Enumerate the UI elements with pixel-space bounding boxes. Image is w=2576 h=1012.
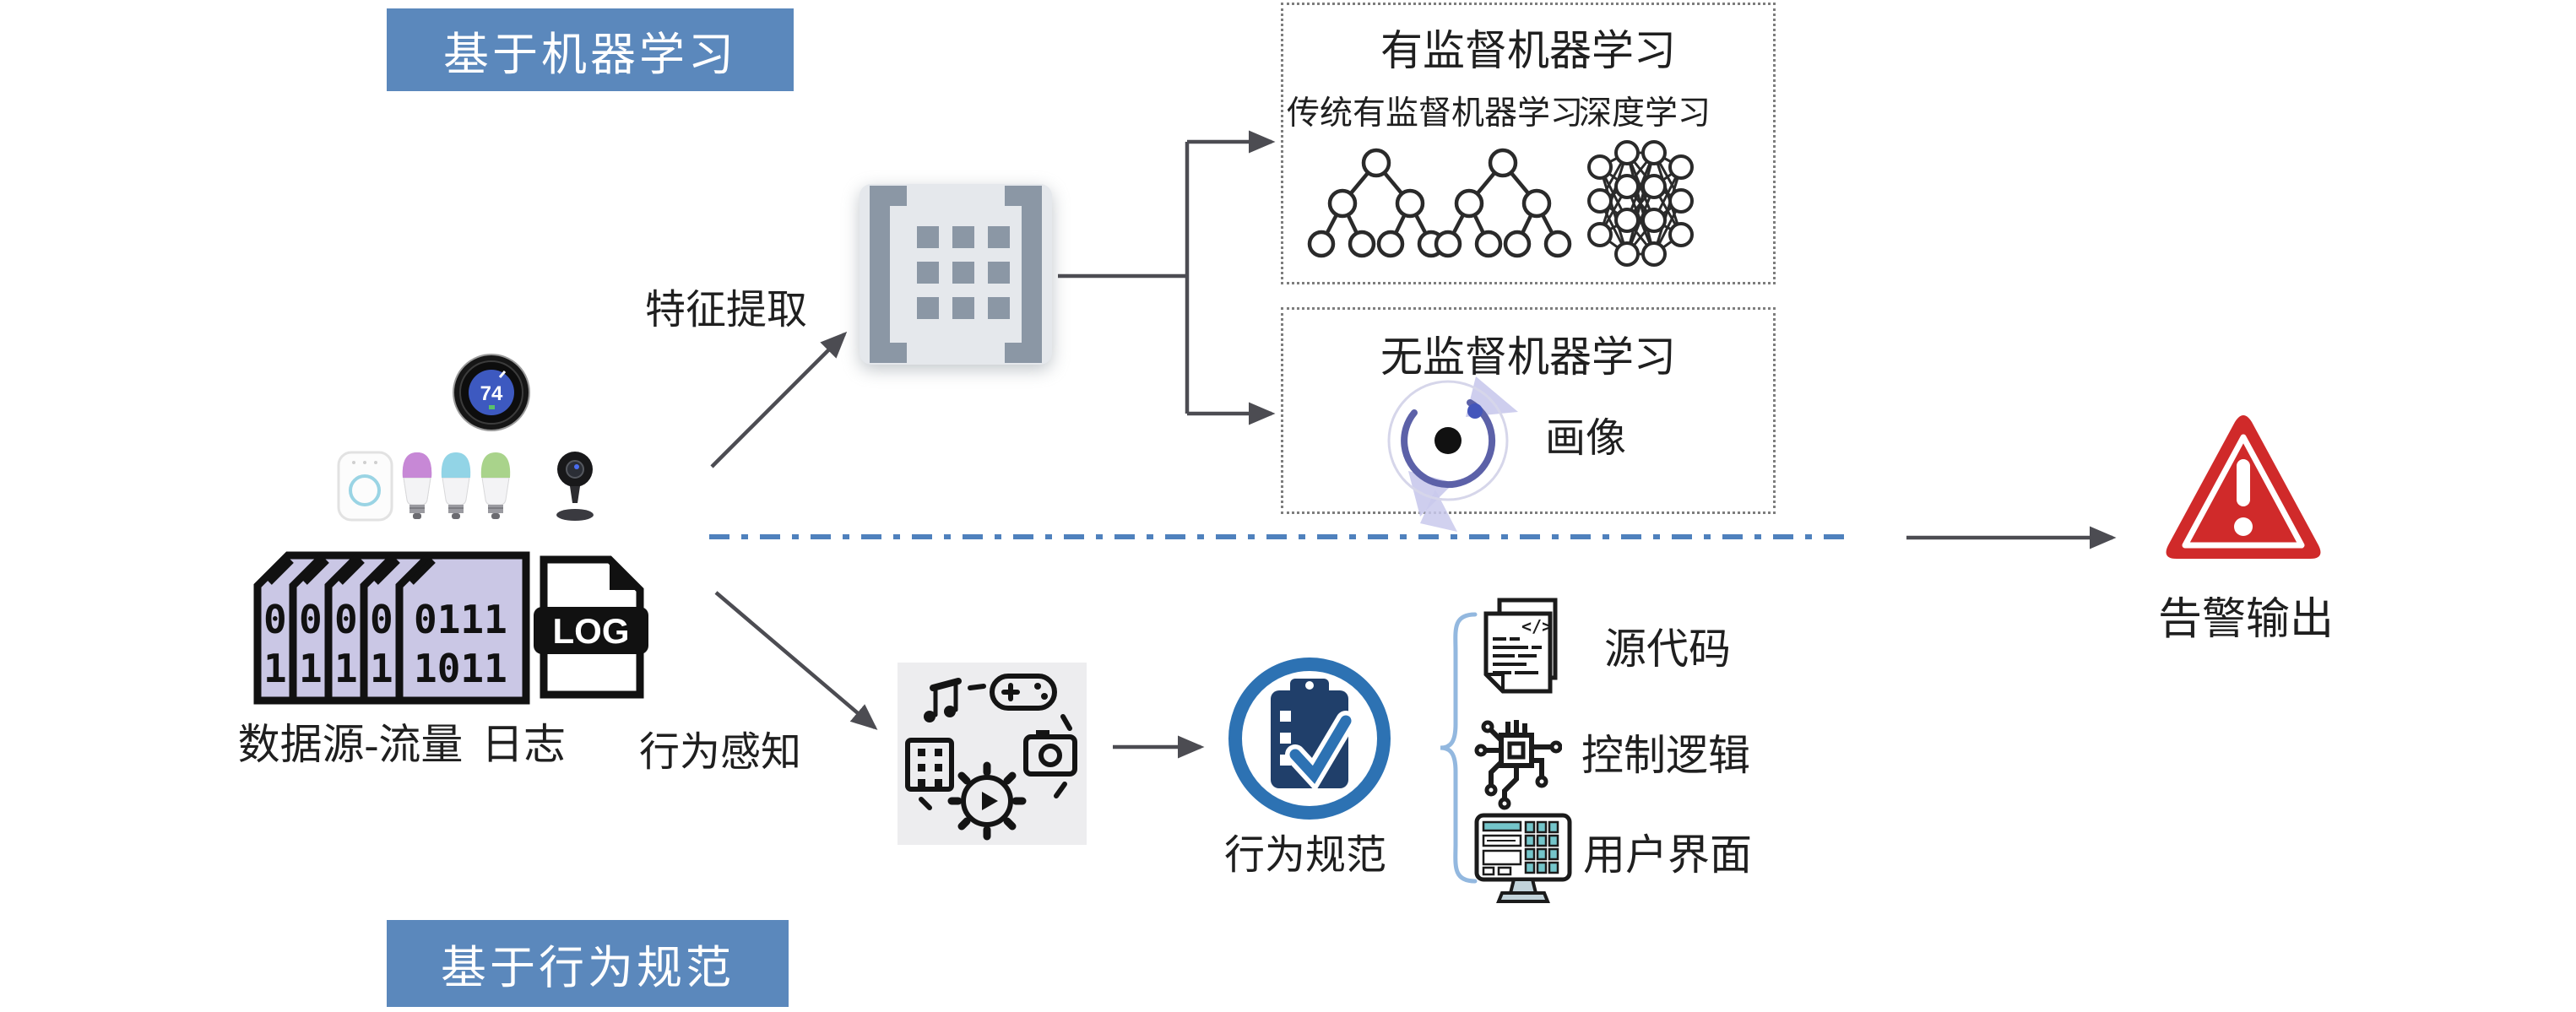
camera-icon	[556, 452, 594, 521]
user-interface-icon	[1474, 813, 1572, 903]
svg-text:1: 1	[263, 646, 287, 691]
behavior-spec-icon	[1228, 658, 1391, 820]
supervised-ml-graphics	[1281, 140, 1694, 267]
thermostat-temp: 74	[480, 382, 503, 405]
decision-tree-1	[1310, 150, 1443, 256]
arrow-feature-extraction	[710, 331, 848, 468]
svg-text:1: 1	[334, 646, 358, 691]
packet-files-icon: 01 01 01 01 0111 1011	[253, 551, 530, 705]
alert-warning-icon	[2166, 415, 2321, 559]
outputs-brace	[1440, 612, 1478, 884]
alert-output-label: 告警输出	[2157, 596, 2334, 644]
gear-play-glyph	[947, 761, 1027, 841]
multimedia-behavior-icon	[898, 663, 1087, 845]
gamepad-glyph	[990, 674, 1057, 711]
packet-binary-line1: 0111	[414, 597, 507, 642]
cluster-icon	[1387, 376, 1518, 532]
unsupervised-ml-title: 无监督机器学习	[1380, 333, 1676, 381]
source-code-icon: </>	[1483, 598, 1558, 694]
banner-behavior-spec: 基于行为规范	[387, 920, 789, 1007]
unsupervised-ml-box: 无监督机器学习	[1281, 307, 1776, 514]
svg-text:1: 1	[370, 646, 393, 691]
feature-matrix-icon	[860, 184, 1052, 365]
svg-text:0: 0	[370, 597, 393, 642]
film-glyph	[905, 738, 954, 792]
code-glyph: </>	[1521, 616, 1552, 636]
output-source-code-label: 源代码	[1604, 625, 1731, 673]
behavior-spec-label: 行为规范	[1223, 833, 1386, 878]
smart-bulbs-icon	[402, 452, 511, 520]
svg-text:0: 0	[263, 597, 287, 642]
traditional-supervised-label: 传统有监督机器学习	[1287, 95, 1584, 132]
svg-text:0: 0	[334, 597, 358, 642]
neural-network-icon	[1587, 140, 1694, 267]
hub-icon	[337, 451, 393, 522]
output-control-logic-label: 控制逻辑	[1581, 732, 1750, 779]
decision-tree-2	[1436, 150, 1570, 256]
camera-glyph	[1023, 734, 1077, 777]
output-user-interface-label: 用户界面	[1583, 831, 1752, 879]
feature-extraction-label: 特征提取	[645, 288, 808, 333]
thermostat-icon: 74	[453, 354, 530, 431]
log-caption: 日志	[481, 721, 566, 768]
control-logic-icon	[1474, 720, 1562, 810]
packet-binary-line2: 1011	[414, 646, 507, 691]
banner-behavior-spec-label: 基于行为规范	[441, 943, 735, 993]
arrow-behavior-sensing	[714, 591, 878, 730]
portrait-label: 画像	[1544, 416, 1626, 461]
svg-text:1: 1	[299, 646, 323, 691]
log-badge-text: LOG	[553, 611, 630, 651]
deep-learning-label: 深度学习	[1579, 95, 1711, 132]
supervised-ml-title: 有监督机器学习	[1380, 27, 1676, 74]
datasource-caption: 数据源-流量	[237, 721, 464, 768]
banner-machine-learning: 基于机器学习	[387, 8, 794, 91]
music-note-glyph	[930, 678, 962, 717]
behavior-sensing-label: 行为感知	[639, 730, 802, 775]
banner-machine-learning-label: 基于机器学习	[443, 29, 737, 80]
log-file-icon: LOG	[534, 555, 648, 699]
svg-text:0: 0	[299, 597, 323, 642]
